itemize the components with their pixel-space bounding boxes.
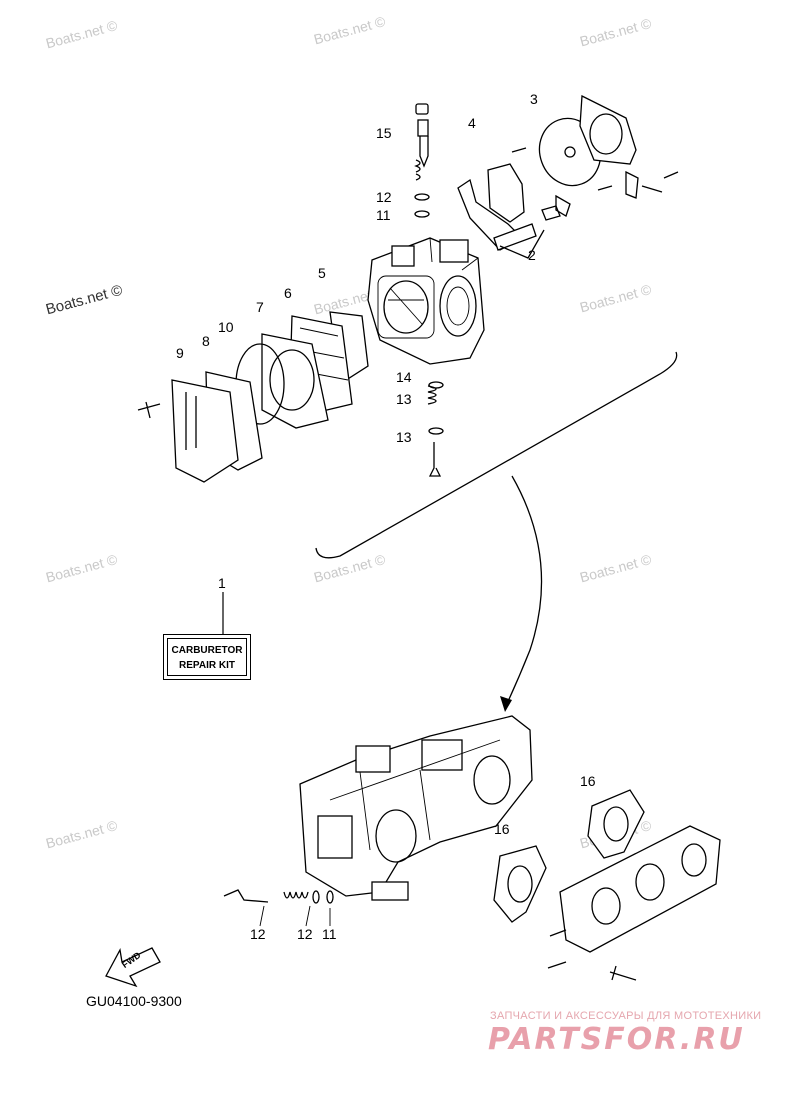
brand-logo[interactable]: PARTSFOR.RU bbox=[488, 1022, 745, 1057]
jet-lower-assembly bbox=[223, 889, 269, 903]
washer-part-12 bbox=[414, 193, 430, 201]
spring-lower bbox=[283, 891, 309, 899]
callout-12: 12 bbox=[297, 926, 313, 942]
callout-2: 2 bbox=[528, 247, 536, 263]
callout-14: 14 bbox=[396, 369, 412, 385]
callout-11: 11 bbox=[376, 207, 391, 223]
cover-part-9 bbox=[171, 379, 239, 483]
repair-kit-label: CARBURETOR REPAIR KIT bbox=[163, 634, 251, 680]
group-bracket bbox=[315, 351, 678, 559]
callout-12: 12 bbox=[250, 926, 266, 942]
callout-8: 8 bbox=[202, 333, 210, 349]
cover-plate bbox=[487, 163, 525, 223]
carburetor-assembly bbox=[299, 715, 533, 901]
intake-manifold bbox=[547, 825, 721, 969]
diagram-code: GU04100-9300 bbox=[86, 993, 182, 1009]
kit-line-1: CARBURETOR bbox=[171, 645, 243, 656]
callout-12: 12 bbox=[376, 189, 392, 205]
needle-valve-part-2 bbox=[493, 223, 537, 251]
carburetor-body bbox=[367, 237, 485, 365]
oring-part-11 bbox=[414, 210, 430, 218]
callout-16: 16 bbox=[494, 821, 510, 837]
spring-part-12 bbox=[414, 159, 421, 181]
gasket-part-16a bbox=[493, 845, 547, 923]
main-jet-part-15 bbox=[415, 103, 429, 168]
callout-4: 4 bbox=[468, 115, 476, 131]
callout-15: 15 bbox=[376, 125, 392, 141]
callout-3: 3 bbox=[530, 91, 538, 107]
fwd-arrow bbox=[105, 947, 161, 988]
screw bbox=[137, 401, 161, 419]
callout-5: 5 bbox=[318, 265, 326, 281]
callout-6: 6 bbox=[284, 285, 292, 301]
spring-part-13 bbox=[427, 385, 437, 405]
pump-cover bbox=[579, 94, 637, 165]
callout-16: 16 bbox=[580, 773, 596, 789]
bolt bbox=[609, 965, 637, 981]
callout-9: 9 bbox=[176, 345, 184, 361]
jet-lower bbox=[428, 442, 442, 477]
callout-1: 1 bbox=[218, 575, 226, 591]
callout-13: 13 bbox=[396, 391, 412, 407]
callout-13: 13 bbox=[396, 429, 412, 445]
callout-7: 7 bbox=[256, 299, 264, 315]
callout-11: 11 bbox=[322, 926, 337, 942]
callout-10: 10 bbox=[218, 319, 234, 335]
kit-line-2: REPAIR KIT bbox=[179, 660, 235, 671]
gasket-part-16b bbox=[587, 789, 645, 859]
brand-subtitle: ЗАПЧАСТИ И АКСЕССУАРЫ ДЛЯ МОТОТЕХНИКИ bbox=[490, 1010, 762, 1022]
washer-part-13 bbox=[428, 427, 444, 435]
assembly-arrow bbox=[504, 475, 543, 709]
